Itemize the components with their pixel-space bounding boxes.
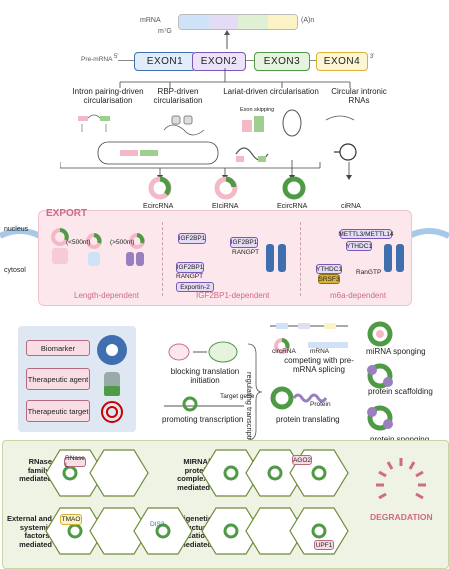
branch-lines xyxy=(119,68,351,88)
igf-pore xyxy=(266,244,286,272)
target-gene-label: Target gene xyxy=(220,393,255,400)
cytosol-label: cytosol xyxy=(4,267,26,274)
mirna-sponging-label: miRNA sponging xyxy=(366,347,426,356)
nucleus-label: nucleus xyxy=(4,226,29,233)
rangpt-label: RANGPT xyxy=(232,249,260,256)
regulating-brace xyxy=(247,343,262,440)
product-ecircrna-1: EcircRNA xyxy=(143,203,174,210)
ranbp-label: RanGTP xyxy=(356,269,382,276)
ecircrna-green-icon xyxy=(282,176,306,200)
product-eicirna: EIciRNA xyxy=(212,203,239,210)
product-arrows xyxy=(60,160,352,180)
product-cirna: ciRNA xyxy=(341,203,361,210)
protein-label: Protein xyxy=(310,401,331,408)
mechanism-illustrations xyxy=(78,109,357,165)
blocking-label: blocking translation initiation xyxy=(170,367,240,385)
therapeutic-agent-button[interactable]: Therapeutic agent xyxy=(26,368,90,390)
srsf3-tag: SRSF3 xyxy=(318,274,340,284)
length-dependent-illustration xyxy=(51,228,145,266)
membrane xyxy=(0,228,449,239)
sponging-illustrations xyxy=(367,321,393,431)
mech-lariat: Lariat-driven circularisation xyxy=(223,87,319,96)
degradation-icon xyxy=(376,458,426,500)
mrna-small-label: mRNA xyxy=(310,348,330,355)
ecircrna-icon xyxy=(148,176,172,200)
competing-illustration xyxy=(270,323,348,354)
degradation-title: DEGRADATION xyxy=(370,512,433,522)
mirna-complex-label: MIRNA/ protein complex-mediated xyxy=(177,457,210,492)
mech-rbp: RBP-driven circularisation xyxy=(153,87,203,105)
mrna-label: mRNA xyxy=(140,17,161,24)
ago2-tag: AGO2 xyxy=(292,455,312,465)
mettl-tag: METTL3/METTL14 xyxy=(338,229,394,239)
exon-2: EXON2 xyxy=(192,52,246,71)
protein-sponging-label: protein sponging xyxy=(370,436,429,444)
translating-label: protein translating xyxy=(276,415,340,424)
exportin-tag: Exportin-2 xyxy=(176,282,214,292)
blocking-illustration xyxy=(168,341,238,363)
mech-intronic: Circular intronic RNAs xyxy=(331,87,387,105)
igf2bp1-tag-2: IGF2BP1 xyxy=(230,237,258,248)
divider-2 xyxy=(300,222,301,296)
up-arrow xyxy=(224,30,230,49)
regulating-label: regulating transcription xyxy=(245,372,254,448)
igf2bp1-tag: IGF2BP1 xyxy=(178,233,206,244)
long-label: (>500nt) xyxy=(110,239,135,246)
tmao-tag: TMAO xyxy=(60,514,82,525)
five-prime: 5' xyxy=(114,54,119,60)
ythdc1-tag-2: YTHDC1 xyxy=(316,264,343,274)
three-prime: 3' xyxy=(370,54,375,60)
circrna-label: circRNA xyxy=(272,348,296,355)
translating-illustration xyxy=(270,386,328,410)
eicirna-icon xyxy=(214,176,238,200)
igf2bp1-tag-3: IGF2BP1 xyxy=(176,262,204,273)
short-label: (<500nt) xyxy=(66,239,91,246)
ythdc1-tag: YTHDC1 xyxy=(346,241,373,251)
promoting-illustration xyxy=(164,396,244,412)
igf-dependent-label: IGF2BP1-dependent xyxy=(196,291,270,300)
upf1-tag: UPF1 xyxy=(314,540,334,550)
polya-label: (A)n xyxy=(301,17,315,24)
mech-intron-pairing: Intron pairing-driven circularisation xyxy=(72,87,144,105)
rnase-l-tag: RNase L xyxy=(64,455,86,469)
external-label: External and systemic factors-mediated xyxy=(6,514,52,549)
rnase-label: RNase family-mediated xyxy=(19,457,52,484)
m6a-pore xyxy=(384,244,404,272)
therapeutic-target-button[interactable]: Therapeutic target xyxy=(26,400,90,422)
product-ecircrna-2: EcircRNA xyxy=(277,203,308,210)
mrna-strip xyxy=(178,14,298,30)
clinical-icons xyxy=(97,335,127,423)
exon-skipping-label: Exon skipping xyxy=(240,107,275,113)
promoting-label: promoting transcription xyxy=(162,415,244,424)
dis3-label: DIS3 xyxy=(150,521,165,528)
divider-1 xyxy=(162,222,163,296)
pre-mrna-label: Pre-mRNA xyxy=(81,56,113,63)
exon-3: EXON3 xyxy=(254,52,310,71)
rangpt-label-2: RANGPT xyxy=(176,273,204,280)
biomarker-button[interactable]: Biomarker xyxy=(26,340,90,356)
exon-4: EXON4 xyxy=(316,52,368,71)
cap-label: m⁷G xyxy=(158,28,172,35)
competing-label: competing with pre-mRNA splicing xyxy=(284,356,354,374)
export-title: EXPORT xyxy=(46,208,88,219)
export-panel xyxy=(38,210,412,306)
protein-scaffolding-label: protein scaffolding xyxy=(368,387,433,396)
m6a-dependent-label: m6a-dependent xyxy=(330,291,387,300)
length-dependent-label: Length-dependent xyxy=(74,291,139,300)
exon-1: EXON1 xyxy=(134,52,196,71)
